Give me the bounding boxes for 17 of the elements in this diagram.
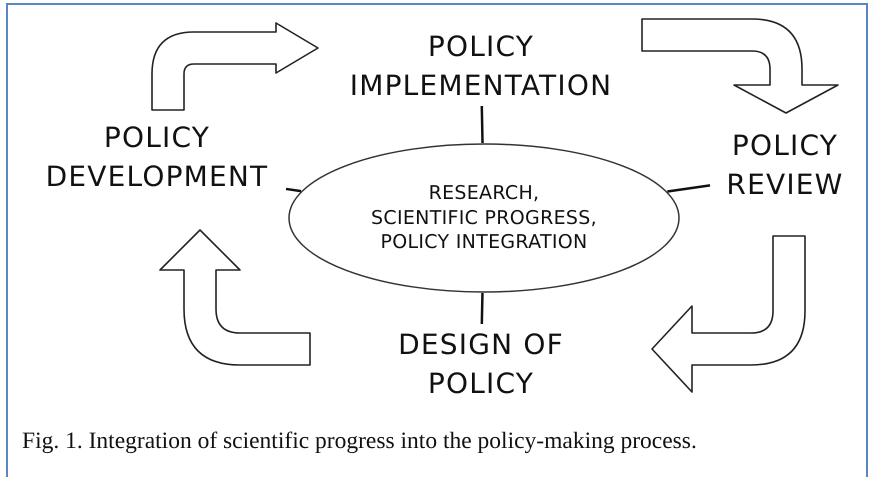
node-text: POLICY DEVELOPMENT [44,120,270,195]
node-text: SCIENTIFIC PROGRESS, [371,206,597,230]
hollow-curved-arrow [159,229,311,366]
node-text: DESIGN OF POLICY [397,326,565,402]
node-text: POLICY IMPLEMENTATION [348,28,614,104]
connector-line [480,106,484,144]
node-text: POLICY INTEGRATION [380,230,588,256]
node-text: RESEARCH, [428,180,540,206]
connector-line [667,184,710,193]
ellipse-node [288,143,680,293]
hollow-curved-arrow [151,22,319,111]
hollow-curved-arrow [651,235,806,393]
connector-line [286,188,302,192]
node-text: POLICY REVIEW [725,128,845,203]
figure-caption: Fig. 1. Integration of scientific progress into the policy-making process. [22,428,698,455]
hollow-curved-arrow [641,18,839,114]
connector-line [480,292,484,324]
